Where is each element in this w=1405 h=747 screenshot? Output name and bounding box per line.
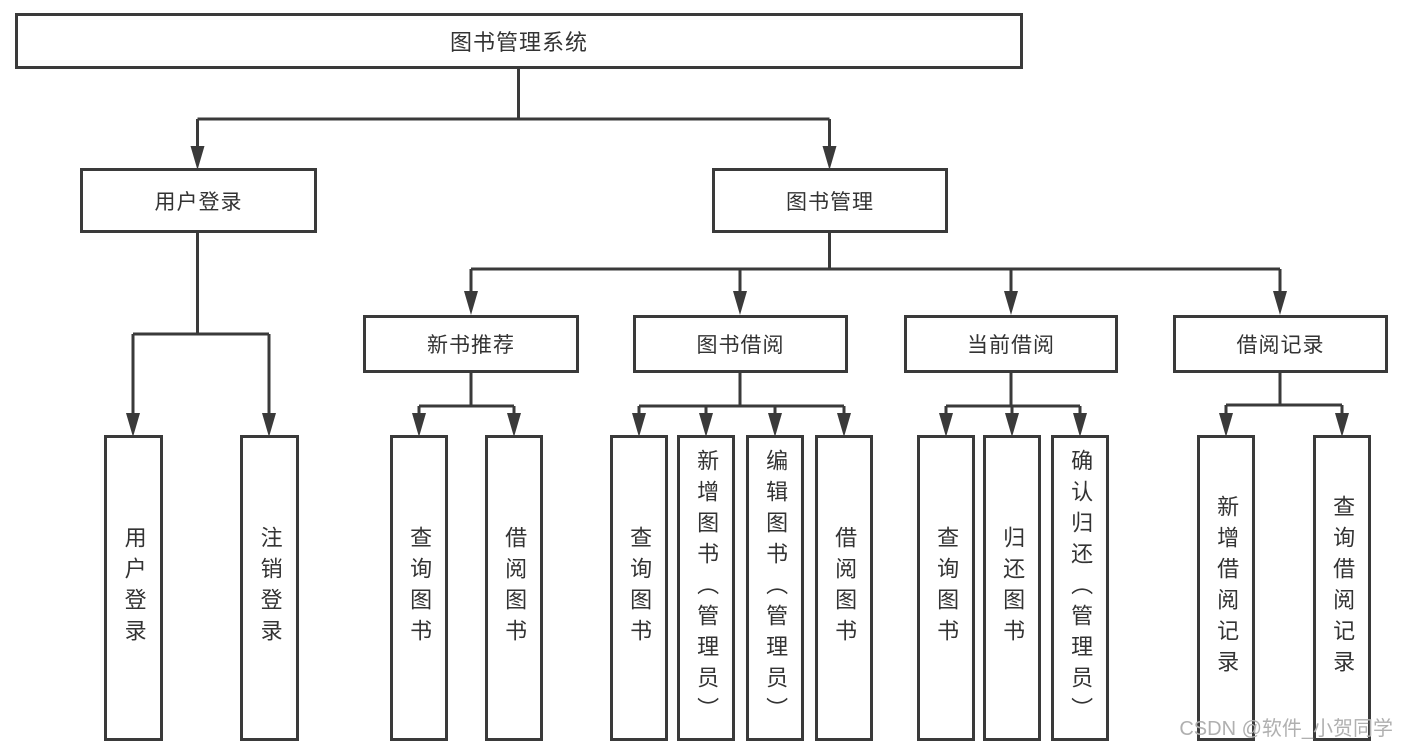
- arrowhead-down-icon: [699, 413, 713, 437]
- leaf-cb-return-books: 归还图书: [983, 435, 1041, 741]
- connector-book-borrowing-to-leaves: [632, 373, 851, 437]
- leaf-bb-query-books: 查询图书: [610, 435, 668, 741]
- leaf-logout: 注销登录: [240, 435, 299, 741]
- leaf-bb-edit-books-admin-label: 编辑图书（管理员）: [763, 448, 789, 728]
- arrowhead-down-icon: [190, 146, 205, 170]
- node-new-book-recommend: 新书推荐: [363, 315, 579, 373]
- node-book-borrowing: 图书借阅: [633, 315, 848, 373]
- node-book-borrowing-label: 图书借阅: [696, 334, 785, 357]
- connector-line: [944, 373, 1082, 417]
- leaf-nbr-query-books: 查询图书: [390, 435, 448, 741]
- arrowhead-down-icon: [412, 413, 426, 437]
- arrowhead-down-icon: [1335, 413, 1349, 437]
- connector-root-to-level2: [190, 69, 837, 170]
- arrowhead-down-icon: [939, 413, 953, 437]
- leaf-br-add-record-label: 新增借阅记录: [1214, 495, 1240, 681]
- watermark-text: CSDN @软件_小贺同学: [1179, 718, 1393, 740]
- connector-line: [131, 233, 271, 417]
- connector-new-book-recommend-to-leaves: [412, 373, 521, 437]
- leaf-cb-query-books-label: 查询图书: [934, 526, 960, 650]
- arrowhead-down-icon: [1273, 291, 1287, 315]
- node-book-management: 图书管理: [712, 168, 948, 233]
- arrowhead-down-icon: [507, 413, 521, 437]
- connector-line: [637, 373, 846, 417]
- leaf-cb-confirm-return-admin-label: 确认归还（管理员）: [1068, 448, 1094, 728]
- connector-line: [1224, 373, 1344, 417]
- arrowhead-down-icon: [1005, 413, 1019, 437]
- leaf-br-query-record: 查询借阅记录: [1313, 435, 1371, 741]
- leaf-cb-confirm-return-admin: 确认归还（管理员）: [1051, 435, 1109, 741]
- leaf-bb-query-books-label: 查询图书: [627, 526, 653, 650]
- node-root-label: 图书管理系统: [449, 30, 588, 55]
- arrowhead-down-icon: [837, 413, 851, 437]
- node-current-borrowing-label: 当前借阅: [967, 334, 1055, 357]
- arrowhead-down-icon: [464, 291, 478, 315]
- arrowhead-down-icon: [822, 146, 837, 170]
- connector-user-login-to-leaves: [126, 233, 276, 437]
- arrowhead-down-icon: [632, 413, 646, 437]
- leaf-bb-add-books-admin: 新增图书（管理员）: [677, 435, 735, 741]
- node-new-book-recommend-label: 新书推荐: [427, 334, 515, 357]
- arrowhead-down-icon: [1004, 291, 1018, 315]
- leaf-user-login-label: 用户登录: [121, 526, 147, 650]
- leaf-nbr-borrow-books-label: 借阅图书: [502, 526, 528, 650]
- arrowhead-down-icon: [126, 413, 140, 437]
- arrowhead-down-icon: [1219, 413, 1233, 437]
- connector-line: [196, 69, 831, 150]
- leaf-nbr-borrow-books: 借阅图书: [485, 435, 543, 741]
- node-borrowing-records-label: 借阅记录: [1236, 334, 1325, 357]
- arrowhead-down-icon: [768, 413, 782, 437]
- arrowhead-down-icon: [262, 413, 276, 437]
- connector-book-management-to-level3: [464, 233, 1287, 315]
- leaf-br-add-record: 新增借阅记录: [1197, 435, 1255, 741]
- connector-line: [469, 233, 1282, 295]
- leaf-cb-query-books: 查询图书: [917, 435, 975, 741]
- node-root: 图书管理系统: [15, 13, 1023, 69]
- node-current-borrowing: 当前借阅: [904, 315, 1118, 373]
- leaf-user-login: 用户登录: [104, 435, 163, 741]
- leaf-bb-edit-books-admin: 编辑图书（管理员）: [746, 435, 804, 741]
- leaf-bb-add-books-admin-label: 新增图书（管理员）: [694, 448, 720, 728]
- arrowhead-down-icon: [733, 291, 747, 315]
- leaf-nbr-query-books-label: 查询图书: [407, 526, 433, 650]
- leaf-cb-return-books-label: 归还图书: [1000, 526, 1026, 650]
- leaf-br-query-record-label: 查询借阅记录: [1330, 495, 1356, 681]
- node-user-login-label: 用户登录: [154, 190, 243, 214]
- node-borrowing-records: 借阅记录: [1173, 315, 1388, 373]
- connector-line: [417, 373, 516, 417]
- leaf-bb-borrow-books: 借阅图书: [815, 435, 873, 741]
- leaf-bb-borrow-books-label: 借阅图书: [832, 526, 858, 650]
- connector-current-borrowing-to-leaves: [939, 373, 1087, 437]
- connector-borrowing-records-to-leaves: [1219, 373, 1349, 437]
- leaf-logout-label: 注销登录: [257, 526, 283, 650]
- node-user-login: 用户登录: [80, 168, 317, 233]
- node-book-management-label: 图书管理: [786, 190, 874, 214]
- arrowhead-down-icon: [1073, 413, 1087, 437]
